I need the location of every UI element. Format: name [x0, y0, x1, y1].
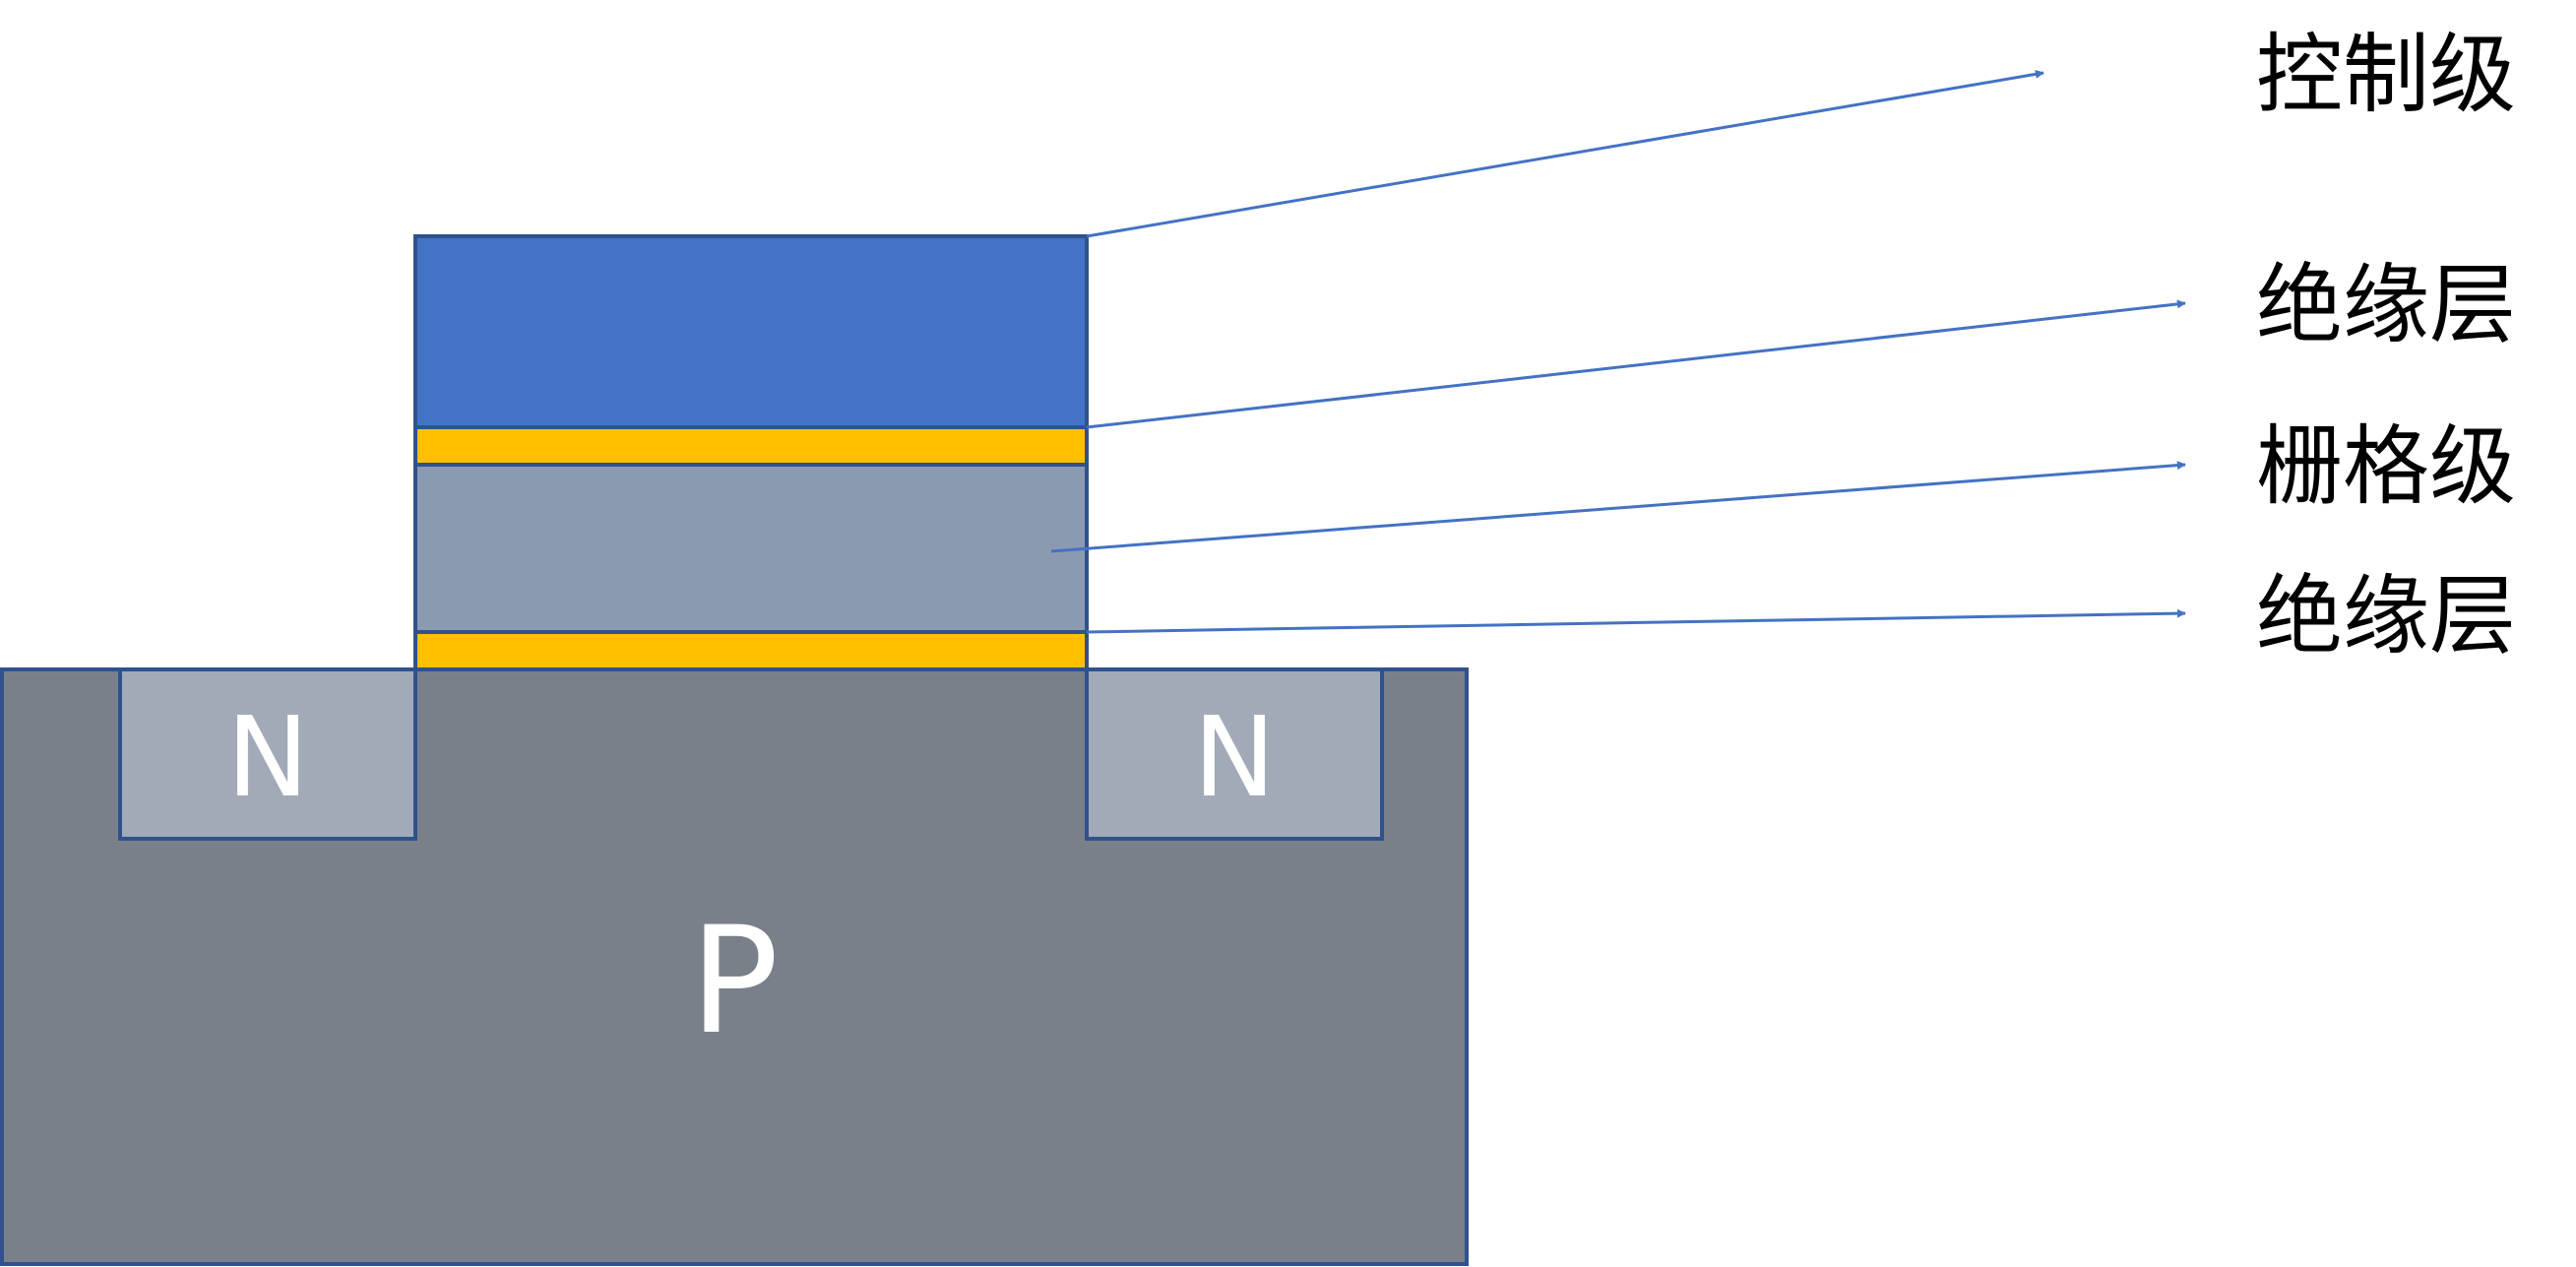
- upper-insulator-arrow: [1086, 299, 2186, 429]
- n-drain-region: [1085, 667, 1384, 841]
- floating-gate-arrow: [1050, 461, 2186, 553]
- floating-gate-layer: [413, 463, 1089, 634]
- drain-region-label: N: [1193, 694, 1276, 822]
- lower-insulator-layer: [413, 630, 1089, 671]
- n-source-region: [118, 667, 417, 841]
- control-gate-arrow: [1086, 69, 2044, 238]
- substrate-region-label: P: [690, 896, 779, 1067]
- upper-insulator-layer: [413, 425, 1089, 467]
- lower-insulator-arrow: [1086, 608, 2186, 634]
- control-gate-layer: [413, 234, 1089, 429]
- floating-gate-label: 栅格级: [2256, 415, 2516, 517]
- control-gate-label: 控制级: [2256, 24, 2516, 125]
- source-region-label: N: [226, 694, 309, 822]
- lower-insulator-label: 绝缘层: [2256, 565, 2516, 666]
- upper-insulator-label: 绝缘层: [2256, 254, 2516, 355]
